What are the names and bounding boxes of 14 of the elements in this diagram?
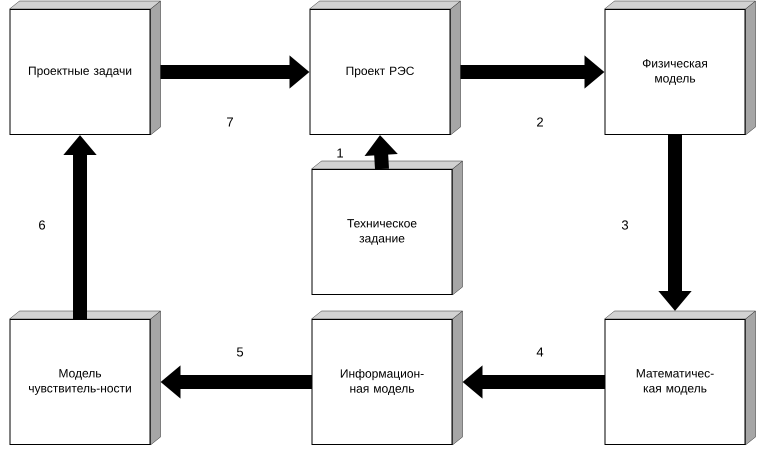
process-box: Техническое задание	[311, 160, 463, 296]
edge-label: 1	[335, 148, 345, 158]
edge-label: 7	[225, 116, 235, 128]
process-box: Физическая модель	[604, 0, 756, 136]
edge-label: 2	[535, 116, 545, 128]
process-box: Проект РЭС	[309, 0, 461, 136]
process-box: Математичес-кая модель	[604, 310, 756, 446]
edge-label: 6	[37, 219, 47, 231]
edge-label: 3	[620, 219, 630, 231]
edge-label: 4	[535, 346, 545, 358]
process-box: Информацион-ная модель	[311, 310, 463, 446]
edge-label: 5	[235, 346, 245, 358]
process-box: Проектные задачи	[9, 0, 161, 136]
process-box: Модель чувствитель-ности	[9, 310, 161, 446]
